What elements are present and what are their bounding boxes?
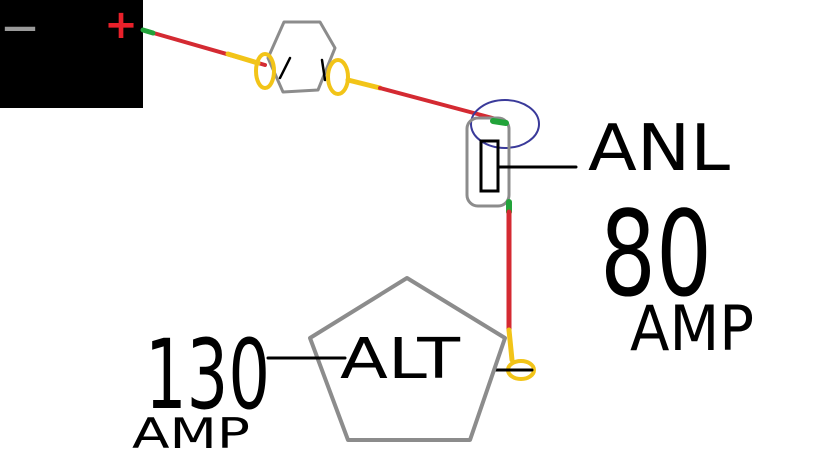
fuse-rating-unit: AMP (630, 292, 754, 365)
battery-positive-symbol: + (104, 2, 138, 48)
switch-contact-left (278, 56, 292, 80)
wire-lug-right (345, 77, 383, 91)
fuse-label: ANL (588, 112, 730, 186)
ring-terminal-right (326, 58, 350, 96)
fuse-element (479, 139, 500, 193)
battery-body (0, 0, 143, 108)
positive-wire-segment-2 (378, 86, 502, 122)
wire-end-battery (140, 27, 156, 36)
ring-terminal-left (254, 52, 276, 90)
fuse-highlight-circle (470, 99, 540, 149)
alternator-label: ALT (340, 327, 461, 392)
switch-contact-right (320, 58, 327, 82)
fuse-holder (465, 116, 511, 208)
alternator-body (308, 276, 507, 442)
wire-lug-left (225, 51, 261, 66)
hex-switch-body (266, 20, 337, 94)
alternator-rating-number: 130 (145, 319, 270, 431)
fuse-rating-number: 80 (600, 185, 712, 323)
battery-negative-symbol: — (3, 7, 37, 47)
alternator-lug (506, 327, 515, 363)
alternator-rating-unit: AMP (132, 409, 250, 458)
fuse-terminal-top (490, 118, 509, 126)
